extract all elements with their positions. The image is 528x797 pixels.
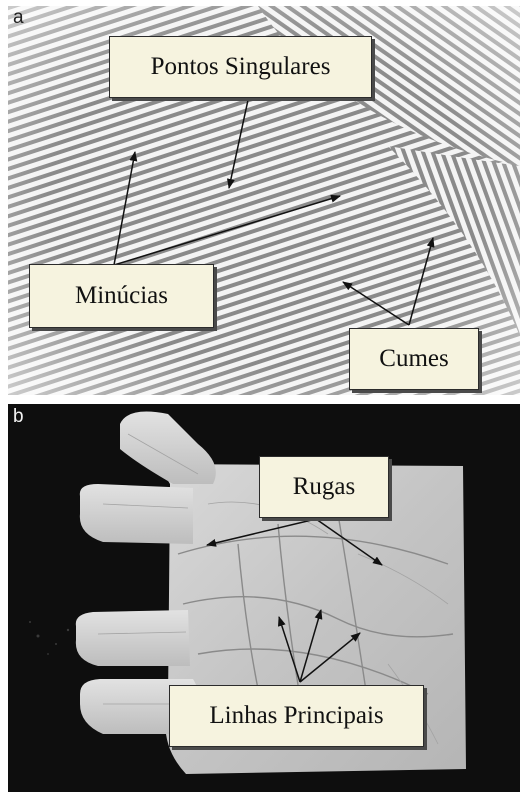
panel-letter-a: a: [13, 8, 24, 27]
label-wrinkles: Rugas: [259, 456, 389, 518]
label-singular-points: Pontos Singulares: [109, 36, 372, 98]
label-ridges: Cumes: [349, 328, 479, 390]
label-principal-lines: Linhas Principais: [169, 685, 424, 747]
label-minutiae: Minúcias: [29, 264, 214, 328]
fingerprint-panel: a Pontos Singulares Minúcias Cumes: [8, 6, 520, 395]
palmprint-panel: b Rugas Linhas Principais: [8, 404, 520, 792]
panel-letter-b: b: [13, 407, 24, 426]
